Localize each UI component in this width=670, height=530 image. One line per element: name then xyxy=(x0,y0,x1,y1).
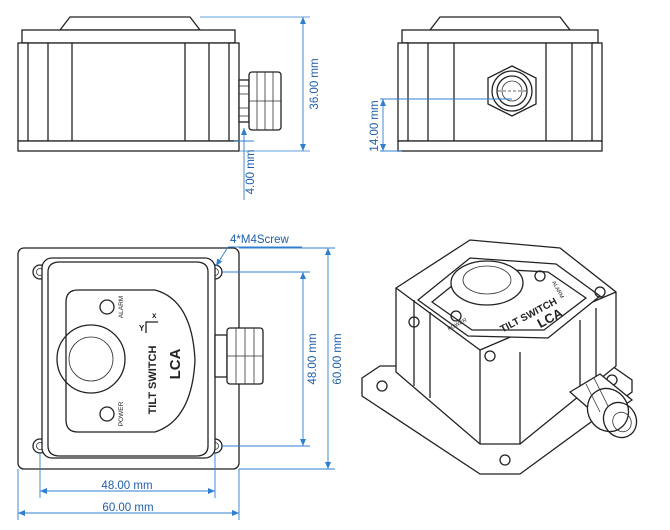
dim-hole-48-v: 48.00 mm xyxy=(307,333,319,384)
dim-height-36: 36.00 mm xyxy=(309,58,321,109)
dim-gland-14: 14.00 mm xyxy=(369,100,381,151)
label-alarm: ALARM xyxy=(118,296,125,318)
label-model: LCA xyxy=(167,348,184,379)
svg-text:x: x xyxy=(152,311,157,320)
axis-symbol: Y x xyxy=(139,311,158,333)
dim-body-60-v: 60.00 mm xyxy=(332,333,344,384)
dim-hole-48-h: 48.00 mm xyxy=(101,480,152,492)
top-view: ALARM POWER TILT SWITCH LCA Y x xyxy=(17,247,264,470)
side-view xyxy=(397,16,603,152)
iso-cable-gland xyxy=(568,373,638,439)
label-product: TILT SWITCH xyxy=(147,346,159,415)
dim-body-60-h: 60.00 mm xyxy=(102,502,153,514)
screw-callout: 4*M4Screw xyxy=(230,234,289,246)
label-power: POWER xyxy=(118,401,125,426)
isometric-view: TILT SWITCH LCA ALARM POWER xyxy=(361,239,638,475)
front-view xyxy=(17,16,282,152)
dim-gland-4: 4.00 mm xyxy=(245,150,257,195)
svg-text:Y: Y xyxy=(139,324,145,333)
